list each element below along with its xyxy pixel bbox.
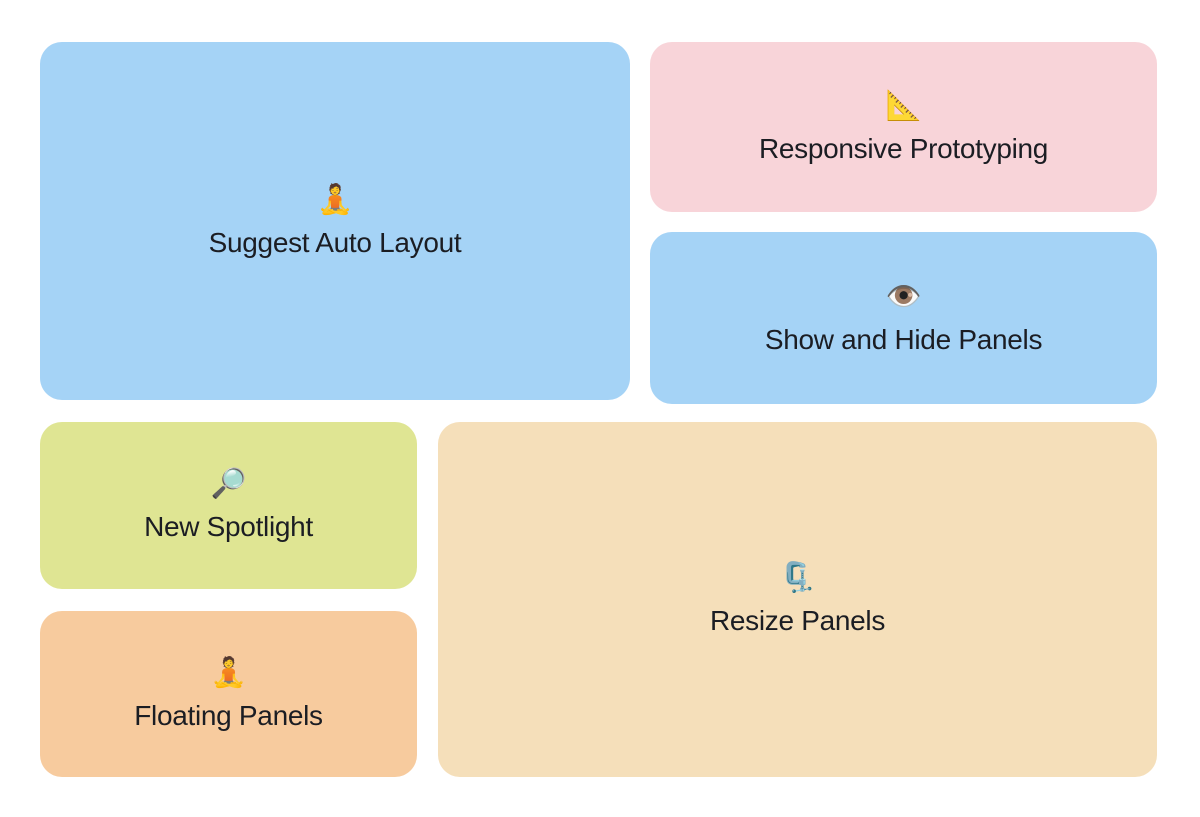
feature-card-label: Floating Panels — [134, 699, 323, 731]
feature-card-label: Resize Panels — [709, 605, 886, 636]
eye-icon: 👁️ — [885, 280, 922, 313]
lotus-person-icon: 🧘 — [210, 656, 247, 689]
feature-card-new-spotlight[interactable]: 🔎 New Spotlight — [40, 422, 417, 589]
magnifying-glass-icon: 🔎 — [210, 468, 247, 500]
feature-card-resize-panels[interactable]: 🗜️ Resize Panels — [438, 422, 1157, 777]
triangular-ruler-icon: 📐 — [885, 89, 922, 122]
feature-card-label: Suggest Auto Layout — [208, 226, 462, 258]
lotus-person-icon: 🧘 — [316, 183, 354, 216]
feature-card-show-and-hide-panels[interactable]: 👁️ Show and Hide Panels — [650, 232, 1157, 404]
feature-card-floating-panels[interactable]: 🧘 Floating Panels — [40, 611, 417, 777]
feature-card-label: Responsive Prototyping — [758, 132, 1049, 164]
feature-card-suggest-auto-layout[interactable]: 🧘 Suggest Auto Layout — [40, 42, 630, 400]
feature-card-label: New Spotlight — [144, 511, 313, 542]
feature-card-responsive-prototyping[interactable]: 📐 Responsive Prototyping — [650, 42, 1157, 212]
clamp-icon: 🗜️ — [779, 562, 816, 594]
feature-card-label: Show and Hide Panels — [764, 323, 1043, 355]
